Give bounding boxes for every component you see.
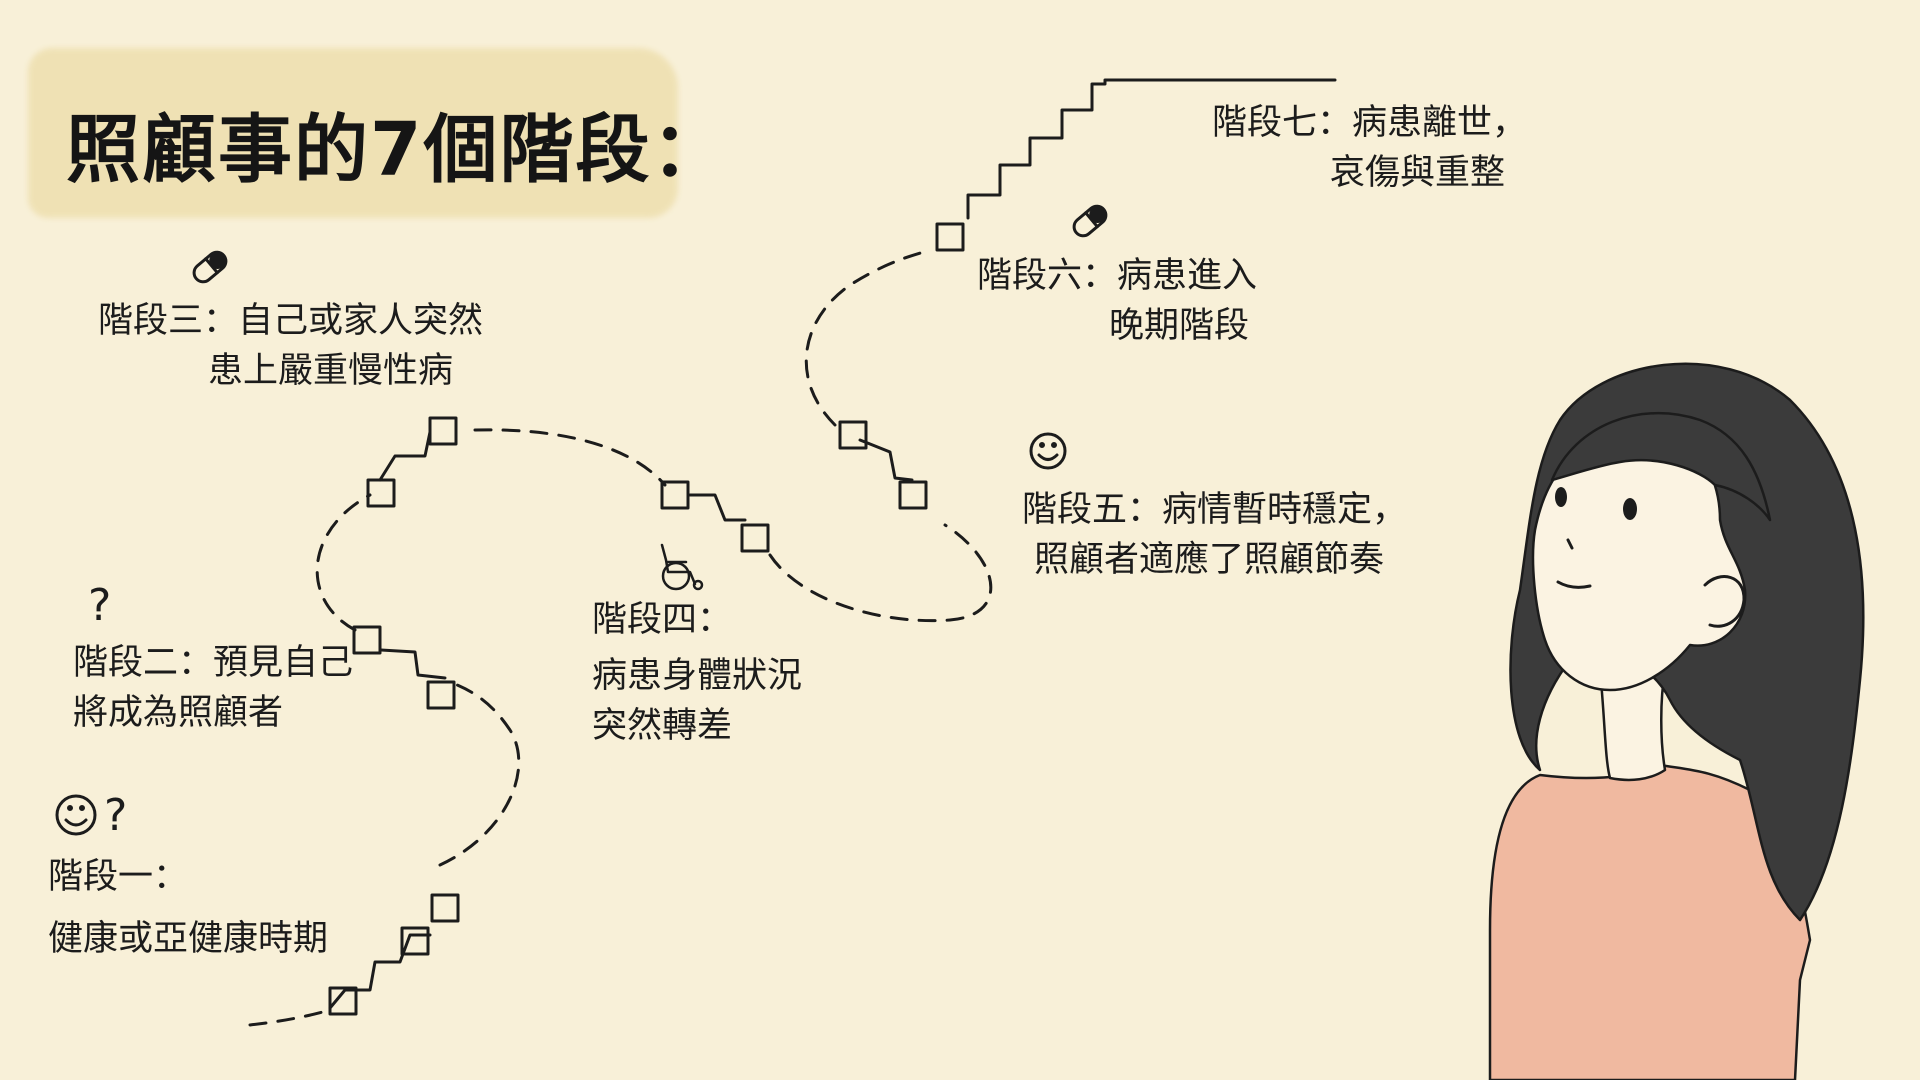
step-box (428, 416, 458, 446)
title-block: 照顧事的7個階段： (28, 48, 726, 218)
page-title: 照顧事的7個階段： (66, 107, 728, 193)
girl-ear (1703, 575, 1746, 628)
stage-3-line-2: 患上嚴重慢性病 (208, 351, 454, 391)
stage-4-label: 階段四： 病患身體狀況 突然轉差 (592, 595, 802, 751)
step-box (430, 893, 460, 923)
stairs-stage-3 (378, 430, 432, 482)
step-box (366, 478, 396, 508)
pill-icon (1072, 204, 1108, 238)
girl-eye (1623, 498, 1637, 520)
stage-3-line-1: 階段三：自己或家人突然 (98, 301, 484, 341)
girl-mouth (1556, 580, 1592, 589)
stairs-stage-5 (858, 438, 914, 482)
stage-7-line-1: 階段七：病患離世， (1212, 103, 1528, 143)
stairs-stage-4 (688, 493, 747, 522)
stairs-stage-2 (378, 648, 447, 680)
stage-5-label: 階段五：病情暫時穩定， 照顧者適應了照顧節奏 (1022, 485, 1407, 585)
step-box (352, 625, 382, 655)
pill-icon (192, 250, 228, 284)
stage-6-line-1: 階段六：病患進入 (977, 256, 1258, 296)
title-highlight (28, 48, 678, 218)
girl-illustration (1488, 362, 1865, 1080)
step-box (898, 480, 928, 510)
dashed-path-segment-5 (804, 248, 932, 427)
girl-bangs (1550, 411, 1772, 522)
dashed-path-start (248, 1008, 332, 1027)
stage-2-line-1: 階段二：預見自己 (73, 643, 354, 683)
stage-4-line-2: 病患身體狀況 (592, 656, 803, 696)
step-box (935, 222, 965, 252)
girl-eye (1555, 487, 1567, 507)
question-mark-icon: ? (104, 790, 127, 841)
stage-5-line-2: 照顧者適應了照顧節奏 (1034, 540, 1385, 580)
girl-nose (1566, 538, 1574, 550)
stairs-stage-1 (328, 933, 432, 1010)
stage-1-line-2: 健康或亞健康時期 (48, 919, 329, 959)
smiley-icon (55, 794, 97, 836)
dashed-path-segment-1 (438, 680, 521, 867)
stage-5-line-1: 階段五：病情暫時穩定， (1022, 490, 1408, 530)
stage-4-line-1: 階段四： (592, 600, 733, 640)
question-mark-icon: ? (88, 580, 111, 631)
stage-4-line-3: 突然轉差 (592, 706, 733, 746)
stage-7-line-2: 哀傷與重整 (1330, 153, 1506, 193)
dashed-path-segment-4 (768, 523, 993, 623)
stairs-stage-7 (966, 78, 1337, 220)
stage-2-line-2: 將成為照顧者 (73, 693, 284, 733)
wheelchair-icon (660, 543, 704, 591)
step-box (660, 480, 690, 510)
stage-1-label: 階段一： 健康或亞健康時期 (48, 852, 328, 964)
stage-2-label: 階段二：預見自己 將成為照顧者 (73, 638, 353, 738)
step-box (838, 420, 868, 450)
stage-3-label: 階段三：自己或家人突然 患上嚴重慢性病 (98, 296, 483, 396)
stage-7-label: 階段七：病患離世， 哀傷與重整 (1212, 98, 1527, 198)
girl-neck (1598, 668, 1667, 782)
dashed-path-segment-2 (315, 493, 372, 632)
step-box (426, 680, 456, 710)
dashed-path-segment-3 (473, 428, 667, 487)
stage-1-line-1: 階段一： (48, 857, 189, 897)
stage-6-line-2: 晚期階段 (1109, 306, 1250, 346)
stage-6-label: 階段六：病患進入 晚期階段 (977, 251, 1257, 351)
step-box (740, 523, 770, 553)
smiley-icon (1029, 432, 1067, 470)
step-box (328, 986, 358, 1016)
step-box (400, 926, 430, 956)
